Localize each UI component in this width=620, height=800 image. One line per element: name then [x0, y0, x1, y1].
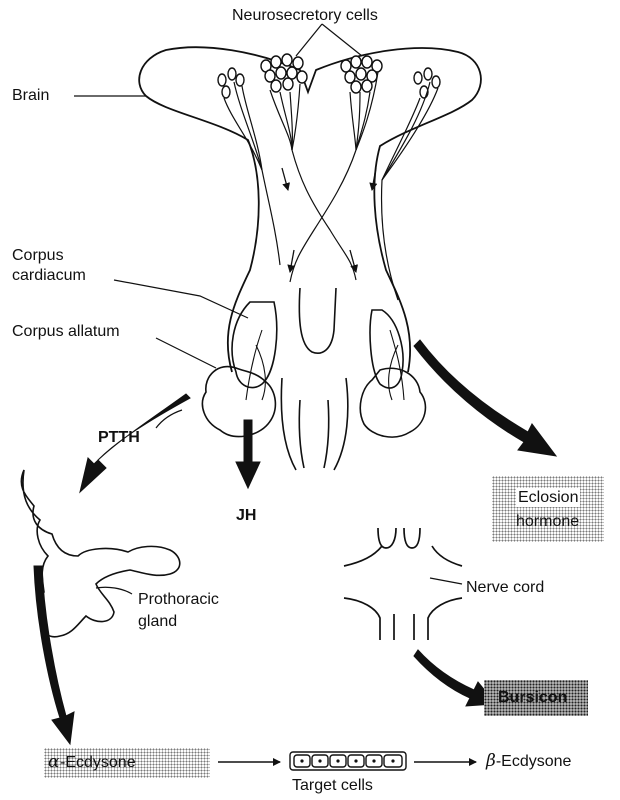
- label-corpus-cardiacum-2: cardiacum: [12, 266, 86, 285]
- label-nerve-cord: Nerve cord: [466, 578, 544, 597]
- neurosecretory-cells-right: [341, 56, 440, 98]
- alpha-ecdysone-box: α-Ecdysone: [44, 748, 210, 778]
- target-cells: [290, 752, 406, 770]
- neurosecretory-cells-left: [218, 54, 307, 98]
- label-brain: Brain: [12, 86, 49, 105]
- corpus-allatum-right: [360, 368, 425, 437]
- label-ptth: PTTH: [98, 428, 140, 447]
- nerve-cord: [344, 528, 462, 640]
- beta-symbol: β: [486, 751, 496, 771]
- gland-nerves: [246, 330, 404, 400]
- axon-arrows: [282, 168, 376, 272]
- label-beta-ecdysone: -Ecdysone: [496, 753, 572, 770]
- label-prothoracic-2: gland: [138, 612, 177, 631]
- label-neurosecretory-cells: Neurosecretory cells: [232, 6, 378, 25]
- label-prothoracic-1: Prothoracic: [138, 590, 219, 609]
- beta-ecdysone: β-Ecdysone: [486, 752, 571, 771]
- label-bursicon: Bursicon: [498, 688, 567, 707]
- corpus-allatum-left: [202, 367, 275, 437]
- axons-right: [290, 72, 438, 300]
- alpha-symbol: α: [48, 753, 59, 772]
- label-eclosion-2: hormone: [516, 512, 579, 531]
- label-corpus-allatum: Corpus allatum: [12, 322, 120, 341]
- eclosion-hormone-box: Eclosion hormone: [492, 476, 604, 542]
- label-jh: JH: [236, 506, 256, 525]
- label-target-cells: Target cells: [292, 776, 373, 795]
- axons-left: [224, 82, 356, 280]
- arrow-jh: [236, 420, 260, 488]
- arrow-eclosion-hormone: [414, 340, 556, 456]
- aorta: [281, 288, 347, 470]
- label-corpus-cardiacum-1: Corpus: [12, 246, 64, 265]
- label-eclosion-1: Eclosion: [516, 488, 580, 507]
- bursicon-box: Bursicon: [484, 680, 588, 716]
- brain-outline: [139, 47, 481, 372]
- leader-lines: [74, 24, 462, 594]
- label-alpha-ecdysone: -Ecdysone: [60, 753, 136, 772]
